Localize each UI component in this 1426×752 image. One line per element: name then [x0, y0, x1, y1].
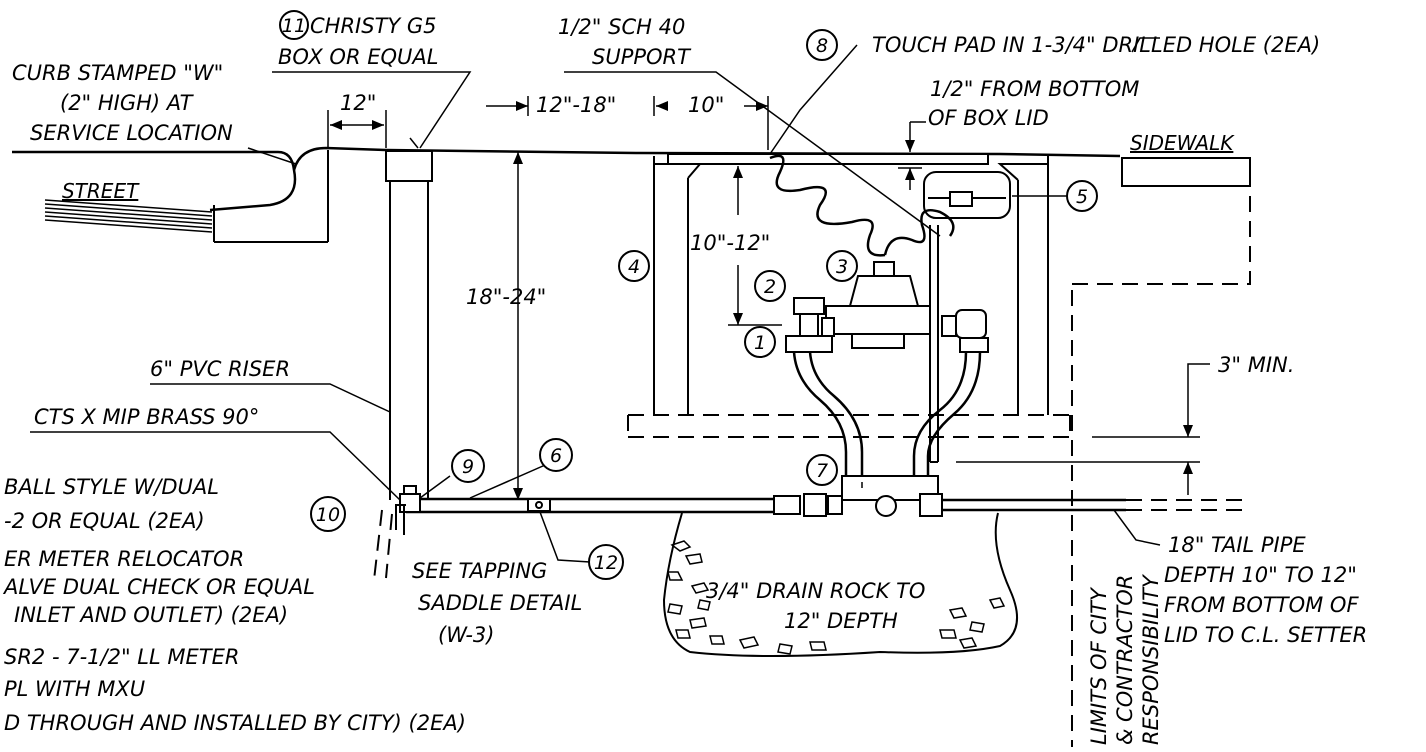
street-label: STREET — [62, 179, 140, 203]
drain-rock — [662, 512, 1018, 657]
dim-10-12-label: 10"-12" — [690, 231, 770, 255]
drain-label-2: 12" DEPTH — [784, 609, 898, 633]
street-hatch — [44, 199, 213, 233]
callout-1: 1 — [754, 332, 766, 354]
pvc-riser-label: 6" PVC RISER — [150, 357, 290, 381]
callout-4: 4 — [628, 256, 640, 278]
callout-6: 6 — [550, 445, 562, 467]
mxu-unit — [923, 171, 1011, 219]
dimension-lines — [327, 96, 926, 500]
wires — [769, 154, 955, 257]
tapping-label-3: (W-3) — [438, 623, 494, 647]
dim-12-18-label: 12"-18" — [536, 93, 616, 117]
labels: CURB STAMPED "W" (2" HIGH) AT SERVICE LO… — [2, 14, 1367, 745]
limits-label-3: RESPONSIBILITY — [1139, 573, 1163, 745]
outlet-valve — [941, 309, 989, 353]
relocator-label-1: ER METER RELOCATOR — [4, 547, 244, 571]
callouts: 11 8 5 4 3 2 1 7 6 9 10 12 — [279, 10, 1098, 580]
callout-11: 11 — [282, 15, 306, 37]
tapping-label-1: SEE TAPPING — [412, 559, 547, 583]
tail-label-4: LID TO C.L. SETTER — [1164, 623, 1367, 647]
leader-lines — [30, 37, 1161, 563]
from-bottom-label-1: 1/2" FROM BOTTOM — [930, 77, 1139, 101]
offset-line — [1072, 184, 1251, 285]
dim-18-24-label: 18"-24" — [466, 285, 546, 309]
ball-label-1: BALL STYLE W/DUAL — [4, 475, 219, 499]
cts-label: CTS X MIP BRASS 90° — [34, 405, 259, 429]
callout-12: 12 — [594, 552, 618, 574]
meter-box — [627, 153, 1251, 438]
sidewalk-slab — [1121, 157, 1251, 187]
meter-label-1: SR2 - 7-1/2" LL METER — [4, 645, 239, 669]
relocator-pipes — [792, 351, 982, 480]
inlet-valve — [785, 297, 835, 353]
from-bottom-label-2: OF BOX LID — [928, 106, 1049, 130]
tail-label-2: DEPTH 10" TO 12" — [1164, 563, 1357, 587]
curb-label-2: (2" HIGH) AT — [60, 91, 195, 115]
min-3-label: 3" MIN. — [1218, 353, 1294, 377]
callout-10: 10 — [316, 504, 340, 526]
christy-label-1: CHRISTY G5 — [310, 14, 437, 38]
sidewalk-label: SIDEWALK — [1130, 131, 1235, 155]
meter-label-3: D THROUGH AND INSTALLED BY CITY) (2EA) — [4, 711, 466, 735]
limits-label-2: & CONTRACTOR — [1113, 575, 1137, 745]
service-pipe — [395, 475, 1246, 535]
christy-box-riser — [385, 150, 433, 500]
sch40-support — [929, 225, 939, 463]
relocator-label-3: INLET AND OUTLET) (2EA) — [14, 603, 288, 627]
curb-label-3: SERVICE LOCATION — [30, 121, 233, 145]
curb-and-street — [12, 146, 387, 243]
existing-main — [373, 509, 393, 581]
touchpad-label: TOUCH PAD IN 1-3/4" DRILLED HOLE (2EA) — [872, 33, 1320, 57]
min-3-dimension — [956, 363, 1210, 495]
callout-8: 8 — [816, 35, 828, 57]
relocator-label-2: ALVE DUAL CHECK OR EQUAL — [2, 575, 315, 599]
sch40-label-1: 1/2" SCH 40 — [558, 15, 685, 39]
drain-label-1: 3/4" DRAIN ROCK TO — [706, 579, 925, 603]
tail-label-1: 18" TAIL PIPE — [1168, 533, 1306, 557]
tapping-label-2: SADDLE DETAIL — [418, 591, 582, 615]
limits-label-1: LIMITS OF CITY — [1087, 586, 1111, 745]
ball-label-2: -2 OR EQUAL (2EA) — [4, 509, 205, 533]
callout-9: 9 — [462, 456, 474, 478]
dim-12-label: 12" — [340, 91, 376, 115]
tail-label-3: FROM BOTTOM OF — [1164, 593, 1359, 617]
callout-7: 7 — [816, 460, 828, 482]
christy-label-2: BOX OR EQUAL — [278, 45, 438, 69]
sch40-label-2: SUPPORT — [592, 45, 692, 69]
meter-label-2: PL WITH MXU — [4, 677, 145, 701]
dim-10-label: 10" — [688, 93, 724, 117]
callout-3: 3 — [836, 256, 848, 278]
curb-label-1: CURB STAMPED "W" — [12, 61, 223, 85]
callout-2: 2 — [764, 276, 776, 298]
callout-5: 5 — [1076, 186, 1088, 208]
